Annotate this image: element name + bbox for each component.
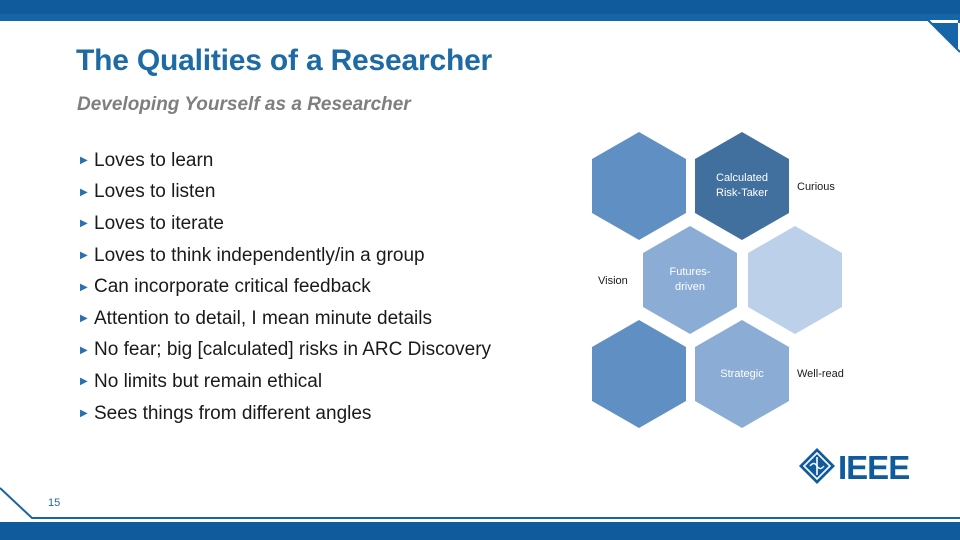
bullet-list: ▶ Loves to learn ▶ Loves to listen ▶ Loves … <box>80 145 491 429</box>
bottom-band <box>0 522 960 540</box>
bullet-arrow-icon: ▶ <box>80 408 88 420</box>
ieee-wordmark: IEEE <box>838 449 909 486</box>
slide-subtitle: Developing Yourself as a Researcher <box>77 94 411 115</box>
bullet-arrow-icon: ▶ <box>80 281 88 293</box>
top-band-accent <box>0 0 960 14</box>
bullet-arrow-icon: ▶ <box>80 218 88 230</box>
hex-label-calculated-1: Calculated <box>716 172 768 184</box>
bullet-text: Loves to iterate <box>94 212 224 234</box>
list-item: ▶ Loves to think independently/in a group <box>80 240 491 272</box>
hexagon-strategic <box>695 320 789 428</box>
hexagon-right-pale <box>748 226 842 334</box>
hex-label-strategic: Strategic <box>720 368 764 380</box>
outer-label-vision: Vision <box>598 275 628 287</box>
list-item: ▶ Attention to detail, I mean minute deta… <box>80 303 491 335</box>
list-item: ▶ Loves to listen <box>80 177 491 209</box>
bottom-corner-line <box>0 487 960 519</box>
ieee-logo: IEEE <box>799 448 910 486</box>
bullet-text: Loves to learn <box>94 149 214 171</box>
bullet-arrow-icon: ▶ <box>80 250 88 262</box>
outer-label-curious: Curious <box>797 181 835 193</box>
hexagon-futures <box>643 226 737 334</box>
bullet-text: Attention to detail, I mean minute detai… <box>94 307 432 329</box>
hexagon-top-left <box>592 132 686 240</box>
hex-label-futures-2: driven <box>675 281 705 293</box>
bullet-text: Sees things from different angles <box>94 402 372 424</box>
bullet-arrow-icon: ▶ <box>80 344 88 356</box>
bullet-text: Loves to think independently/in a group <box>94 244 425 266</box>
outer-label-well-read: Well-read <box>797 368 844 380</box>
bullet-text: Loves to listen <box>94 181 216 203</box>
bullet-arrow-icon: ▶ <box>80 376 88 388</box>
list-item: ▶ Loves to iterate <box>80 208 491 240</box>
bullet-text: Can incorporate critical feedback <box>94 276 371 298</box>
top-corner-line <box>925 17 960 53</box>
list-item: ▶ No limits but remain ethical <box>80 366 491 398</box>
hexagon-bottom-left <box>592 320 686 428</box>
hexagon-calculated <box>695 132 789 240</box>
list-item: ▶ Loves to learn <box>80 145 491 177</box>
slide-number: 15 <box>48 497 61 509</box>
bullet-arrow-icon: ▶ <box>80 155 88 167</box>
list-item: ▶ Can incorporate critical feedback <box>80 271 491 303</box>
bullet-arrow-icon: ▶ <box>80 313 88 325</box>
bullet-text: No limits but remain ethical <box>94 370 323 392</box>
hex-label-futures-1: Futures- <box>670 266 711 278</box>
bullet-arrow-icon: ▶ <box>80 186 88 198</box>
list-item: ▶ Sees things from different angles <box>80 398 491 430</box>
hex-label-calculated-2: Risk-Taker <box>716 187 768 199</box>
slide-title: The Qualities of a Researcher <box>76 44 493 77</box>
bullet-text: No fear; big [calculated] risks in ARC D… <box>94 339 492 361</box>
list-item: ▶ No fear; big [calculated] risks in ARC … <box>80 335 491 367</box>
